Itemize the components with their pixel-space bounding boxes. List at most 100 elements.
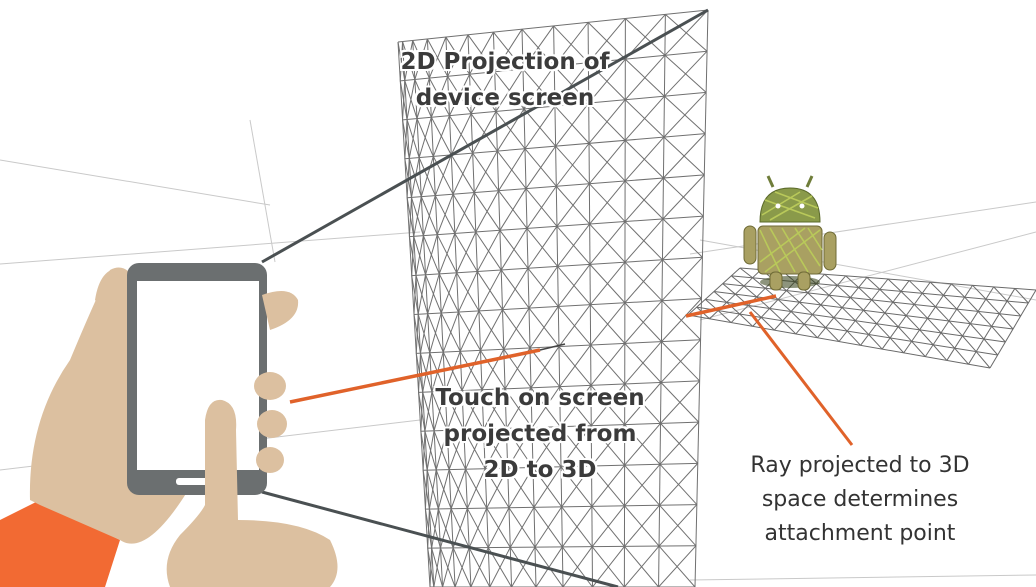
ground-grid-line (991, 325, 1006, 343)
ground-grid-line (722, 283, 736, 295)
grid-line (404, 119, 408, 159)
touch-ray-tip (539, 343, 566, 351)
grid-line (508, 467, 534, 508)
grid-line (442, 311, 459, 353)
ground-grid-line (887, 278, 902, 292)
grid-line (480, 309, 503, 351)
grid-line (523, 65, 555, 110)
grid-line (413, 275, 417, 315)
ray-label-line-2: space determines (761, 487, 959, 512)
ground-grid-line (921, 292, 936, 308)
grid-line (661, 298, 702, 342)
grid-line (450, 113, 472, 156)
ground-grid-line (747, 305, 762, 318)
grid-line (447, 34, 469, 77)
grid-line (663, 133, 706, 179)
grid-line (659, 463, 699, 506)
grid-line (444, 351, 461, 392)
grid-line (561, 465, 592, 508)
ground-grid-line (927, 317, 942, 334)
grid-line (589, 221, 626, 265)
grid-line (419, 313, 429, 354)
grid-line (511, 546, 536, 587)
android-ray (685, 294, 777, 318)
grid-line (659, 421, 700, 465)
ground-grid-line (824, 273, 838, 286)
hand-holding-phone-icon (0, 263, 338, 587)
grid-line (432, 115, 450, 157)
grid-line (428, 36, 447, 79)
grid-line (418, 117, 432, 158)
ground-grid-line (803, 323, 818, 339)
grid-line (433, 391, 446, 431)
grid-line (662, 215, 704, 261)
grid-line (427, 273, 440, 314)
grid-line (448, 429, 465, 470)
grid-line (559, 385, 592, 427)
grid-line (431, 508, 439, 549)
grid-line (555, 102, 590, 147)
grid-line (502, 267, 529, 310)
ground-grid-line (993, 286, 1008, 302)
grid-line (430, 76, 449, 118)
grid-line (624, 382, 662, 425)
grid-line (498, 148, 526, 191)
touch-label-line-1: Touch on screen (435, 385, 645, 411)
ground-grid-line (815, 283, 830, 296)
grid-line (560, 425, 592, 468)
grid-line (526, 185, 557, 229)
grid-line (456, 231, 477, 273)
grid-line (624, 95, 665, 141)
grid-line (529, 306, 559, 349)
grid-line (454, 192, 475, 234)
grid-line (590, 343, 626, 386)
ground-grid-line (825, 327, 840, 342)
grid-line (406, 79, 416, 120)
grid-line (475, 190, 500, 233)
grid-line (418, 353, 421, 393)
ground-grid-line (884, 312, 899, 328)
grid-line (486, 467, 509, 509)
grid-line (664, 9, 709, 56)
ground-grid-line (943, 294, 958, 310)
projection-label: 2D Projection of device screen (360, 44, 650, 116)
ground-grid-line (913, 304, 928, 319)
grid-line (588, 18, 626, 64)
grid-line (561, 506, 593, 548)
grid-line (478, 269, 502, 312)
grid-line (527, 226, 558, 269)
touch-label-line-2: projected from (443, 421, 637, 447)
ground-grid-line (954, 347, 969, 365)
grid-line (450, 468, 467, 509)
ground-grid-line (897, 326, 913, 342)
grid-line (553, 22, 589, 67)
ground-grid-line (868, 334, 883, 350)
grid-line (507, 427, 533, 469)
grid-line (427, 509, 430, 549)
projection-label-line-2: device screen (415, 85, 595, 111)
grid-line (660, 380, 701, 424)
grid-line (415, 314, 419, 354)
ground-grid-line (752, 277, 766, 289)
ground-grid-line (769, 308, 784, 322)
ground-grid-line (807, 292, 822, 306)
grid-line (426, 430, 435, 471)
grid-line (425, 234, 438, 275)
grid-line (411, 157, 420, 198)
grid-line (559, 344, 592, 387)
grid-line (589, 180, 626, 225)
ground-grid-line (962, 335, 977, 352)
ground-grid-line (977, 311, 993, 327)
ground-grid-line (760, 317, 775, 331)
ground-grid-line (739, 313, 754, 327)
grid-line (530, 346, 560, 389)
grid-line (624, 177, 664, 222)
grid-line (503, 307, 530, 350)
grid-line (436, 194, 454, 235)
ground-grid-line (845, 275, 859, 288)
grid-line (624, 504, 660, 547)
grid-line (588, 140, 626, 185)
grid-line (535, 546, 563, 587)
grid-line (624, 54, 666, 101)
grid-line (660, 339, 701, 383)
